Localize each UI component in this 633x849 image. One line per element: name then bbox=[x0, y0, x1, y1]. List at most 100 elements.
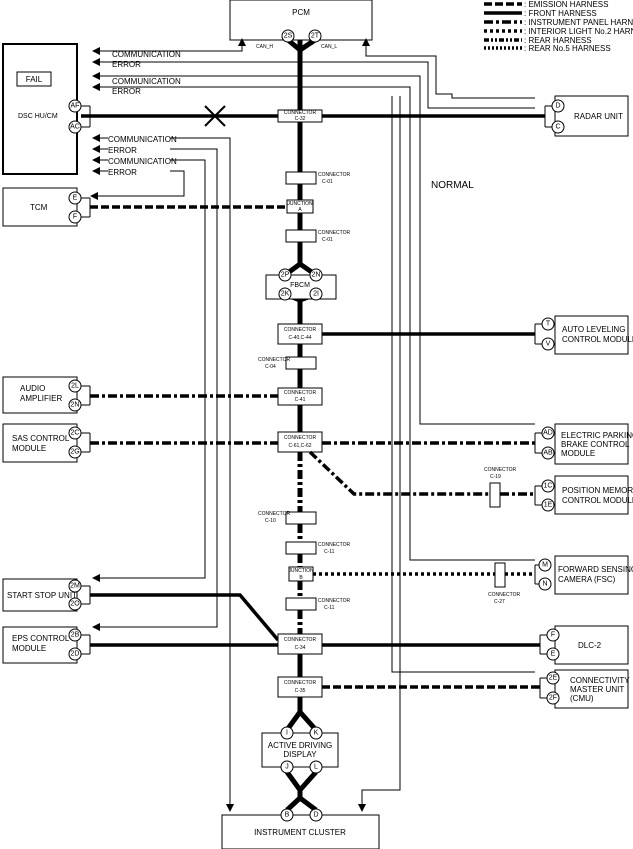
instrument-cluster: B D INSTRUMENT CLUSTER bbox=[221, 808, 380, 849]
dsc-module: FAIL DSC HU/CM AF AC bbox=[2, 43, 82, 175]
svg-text:DISPLAY: DISPLAY bbox=[283, 750, 317, 759]
svg-text:EPS CONTROL: EPS CONTROL bbox=[12, 634, 70, 643]
svg-text:2I: 2I bbox=[313, 291, 319, 298]
start-stop-unit: START STOP UNIT 2M 2O bbox=[2, 578, 82, 612]
signal-normal: NORMAL bbox=[431, 180, 474, 191]
svg-text:MODULE: MODULE bbox=[12, 644, 46, 653]
signal-communication-4: COMMUNICATION bbox=[108, 157, 177, 166]
connector-c34: CONNECTOR C-34 bbox=[277, 633, 323, 655]
svg-text:F: F bbox=[73, 214, 77, 221]
svg-text:2F: 2F bbox=[549, 695, 557, 702]
pcm-module: PCM 2S 2T CAN_H CAN_L bbox=[229, 0, 373, 50]
connector-c01: CONNECTOR C-01 bbox=[285, 171, 351, 185]
auto-leveling-module: T V AUTO LEVELING CONTROL MODULE bbox=[534, 315, 633, 355]
svg-text:MODULE: MODULE bbox=[12, 444, 46, 453]
connector-c04: CONNECTOR C-04 bbox=[258, 356, 317, 370]
svg-text:CONNECTOR: CONNECTOR bbox=[318, 542, 351, 548]
svg-text:C-04: C-04 bbox=[265, 364, 276, 370]
svg-text:2D: 2D bbox=[71, 651, 80, 658]
connector-c27: CONNECTOR C-27 bbox=[488, 562, 521, 605]
svg-text:CONNECTOR: CONNECTOR bbox=[284, 435, 317, 441]
svg-text:C-01: C-01 bbox=[322, 179, 333, 185]
signal-error-2: ERROR bbox=[112, 87, 141, 96]
svg-text:2C: 2C bbox=[71, 430, 80, 437]
svg-text:FORWARD SENSING: FORWARD SENSING bbox=[558, 565, 633, 574]
connector-c11: CONNECTOR C-11 bbox=[285, 541, 351, 555]
legend-rear: : REAR HARNESS bbox=[524, 36, 592, 45]
svg-text:ELECTRIC PARKING: ELECTRIC PARKING bbox=[561, 431, 633, 440]
svg-text:CONNECTOR: CONNECTOR bbox=[488, 592, 521, 598]
svg-text:JUNCTION: JUNCTION bbox=[287, 201, 313, 207]
svg-text:CONNECTOR: CONNECTOR bbox=[484, 467, 517, 473]
svg-text:C-34: C-34 bbox=[295, 645, 306, 651]
dsc-title: DSC HU/CM bbox=[18, 113, 58, 120]
svg-text:D: D bbox=[555, 103, 560, 110]
svg-text:V: V bbox=[546, 341, 551, 348]
svg-text:2B: 2B bbox=[71, 632, 80, 639]
svg-text:C-61,C-62: C-61,C-62 bbox=[288, 443, 311, 449]
svg-text:C-19: C-19 bbox=[490, 474, 501, 480]
legend-rear5: : REAR No.5 HARNESS bbox=[524, 44, 611, 53]
svg-text:A: A bbox=[298, 207, 302, 213]
svg-text:I: I bbox=[286, 730, 288, 737]
junction-b: JUNCTION B bbox=[288, 566, 314, 582]
connector-c01b: CONNECTOR C-01 bbox=[285, 229, 351, 243]
svg-text:CONNECTOR: CONNECTOR bbox=[284, 680, 317, 686]
tcm-module: TCM E F bbox=[2, 187, 82, 227]
svg-text:C-10: C-10 bbox=[265, 518, 276, 524]
svg-text:B: B bbox=[299, 575, 303, 581]
position-memory-module: 1C 1E POSITION MEMORY CONTROL MODULE bbox=[534, 475, 633, 515]
svg-text:2K: 2K bbox=[281, 291, 290, 298]
svg-text:C-41: C-41 bbox=[295, 397, 306, 403]
epb-control-module: AD AB ELECTRIC PARKING BRAKE CONTROL MOD… bbox=[534, 423, 633, 465]
svg-text:E: E bbox=[551, 651, 556, 658]
svg-text:JUNCTION: JUNCTION bbox=[288, 568, 314, 574]
svg-text:2L: 2L bbox=[71, 383, 79, 390]
svg-text:2G: 2G bbox=[70, 449, 79, 456]
pcm-pin-h: 2S bbox=[284, 33, 293, 40]
svg-text:SAS CONTROL: SAS CONTROL bbox=[12, 434, 70, 443]
svg-text:2P: 2P bbox=[281, 272, 290, 279]
pcm-can-l: CAN_L bbox=[321, 44, 337, 50]
svg-text:START STOP UNIT: START STOP UNIT bbox=[7, 591, 77, 600]
svg-text:N: N bbox=[542, 581, 547, 588]
svg-text:M: M bbox=[542, 562, 548, 569]
svg-text:MASTER UNIT: MASTER UNIT bbox=[570, 685, 624, 694]
svg-text:2M: 2M bbox=[70, 583, 80, 590]
svg-text:CONNECTOR: CONNECTOR bbox=[284, 110, 317, 116]
svg-text:AMPLIFIER: AMPLIFIER bbox=[20, 394, 62, 403]
fbcm-name: FBCM bbox=[290, 282, 310, 289]
tcm-name: TCM bbox=[30, 203, 48, 212]
connector-c19: CONNECTOR C-19 bbox=[484, 467, 517, 508]
legend-instrument-panel: : INSTRUMENT PANEL HARNESS bbox=[524, 18, 633, 27]
signal-communication-1: COMMUNICATION bbox=[112, 50, 181, 59]
svg-text:C-40,C-44: C-40,C-44 bbox=[288, 335, 311, 341]
svg-text:AUTO LEVELING: AUTO LEVELING bbox=[562, 325, 625, 334]
svg-text:C-27: C-27 bbox=[494, 599, 505, 605]
dsc-pin-ac: AC bbox=[70, 124, 80, 131]
svg-text:C-32: C-32 bbox=[295, 116, 306, 122]
svg-text:2N: 2N bbox=[71, 402, 80, 409]
legend: : EMISSION HARNESS : FRONT HARNESS : INS… bbox=[484, 0, 633, 53]
legend-front: : FRONT HARNESS bbox=[524, 9, 597, 18]
eps-control-module: EPS CONTROL MODULE 2B 2D bbox=[2, 626, 82, 664]
svg-text:ACTIVE DRIVING: ACTIVE DRIVING bbox=[268, 741, 332, 750]
cluster-name: INSTRUMENT CLUSTER bbox=[254, 828, 346, 837]
connector-c35: CONNECTOR C-35 bbox=[277, 676, 323, 698]
connector-c61-c62: CONNECTOR C-61,C-62 bbox=[277, 431, 323, 453]
connector-c41: CONNECTOR C-41 bbox=[277, 387, 323, 406]
svg-text:CONNECTIVITY: CONNECTIVITY bbox=[570, 676, 630, 685]
svg-text:(CMU): (CMU) bbox=[570, 694, 594, 703]
dlc2-module: F E DLC-2 bbox=[535, 625, 629, 665]
break-x-mark bbox=[204, 105, 226, 127]
sas-control-module: SAS CONTROL MODULE 2C 2G bbox=[2, 423, 82, 463]
connector-c40-c44: CONNECTOR C-40,C-44 bbox=[277, 323, 323, 345]
svg-text:B: B bbox=[285, 812, 290, 819]
svg-text:C: C bbox=[555, 124, 560, 131]
fbcm-module: 2P 2N 2K 2I FBCM bbox=[265, 268, 337, 301]
svg-text:POSITION MEMORY: POSITION MEMORY bbox=[562, 486, 633, 495]
svg-text:AUDIO: AUDIO bbox=[20, 384, 45, 393]
svg-text:CONNECTOR: CONNECTOR bbox=[318, 172, 351, 178]
audio-amplifier: AUDIO AMPLIFIER 2L 2N bbox=[2, 376, 82, 414]
svg-text:AB: AB bbox=[543, 450, 553, 457]
